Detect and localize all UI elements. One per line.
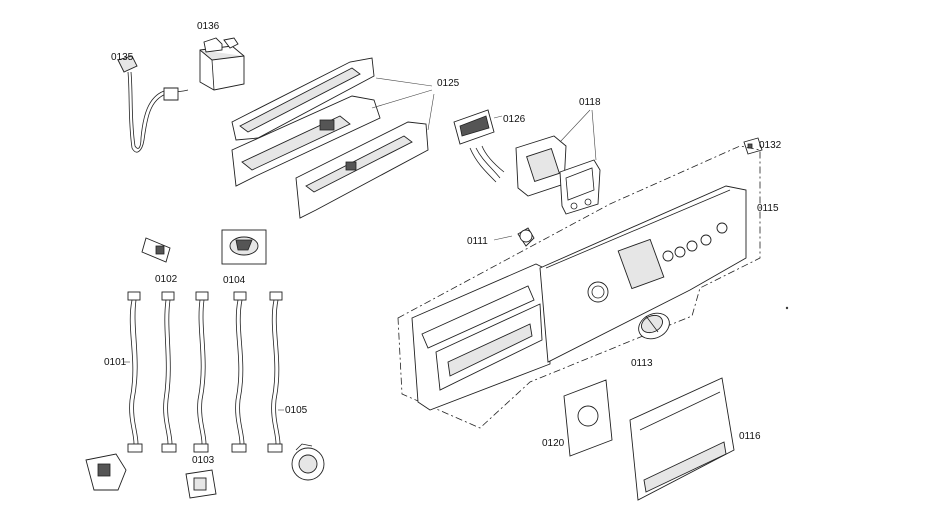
label-0125: 0125	[437, 78, 460, 89]
label-0126: 0126	[503, 114, 526, 125]
display-frame-0118	[515, 109, 601, 215]
label-0105: 0105	[285, 405, 308, 416]
label-0120: 0120	[542, 438, 565, 449]
display-board-0126	[453, 109, 505, 183]
power-cord-0135	[117, 55, 189, 153]
pressure-switch-0104	[221, 229, 267, 265]
dispenser-handle-0116	[629, 377, 735, 501]
label-0102: 0102	[155, 274, 178, 285]
label-plate-0120	[563, 379, 613, 457]
label-0132: 0132	[759, 140, 782, 151]
label-0136: 0136	[197, 21, 220, 32]
label-0113: 0113	[631, 358, 653, 369]
label-0115: 0115	[757, 203, 779, 214]
wiring-harnesses	[124, 291, 284, 453]
label-0101: 0101	[104, 357, 127, 368]
label-0116: 0116	[739, 431, 761, 442]
label-0118: 0118	[579, 97, 601, 108]
spindle-0111	[493, 227, 535, 247]
label-0104: 0104	[223, 275, 246, 286]
program-knob-0113	[638, 312, 670, 340]
control-panel-0115	[397, 145, 761, 429]
bottom-components	[85, 443, 325, 499]
label-0135: 0135	[111, 52, 134, 63]
filter-box-0136	[199, 37, 245, 91]
control-module-0125	[231, 57, 435, 219]
label-0103: 0103	[192, 455, 215, 466]
component-0102	[141, 237, 171, 263]
label-0111: 0111	[467, 236, 488, 247]
